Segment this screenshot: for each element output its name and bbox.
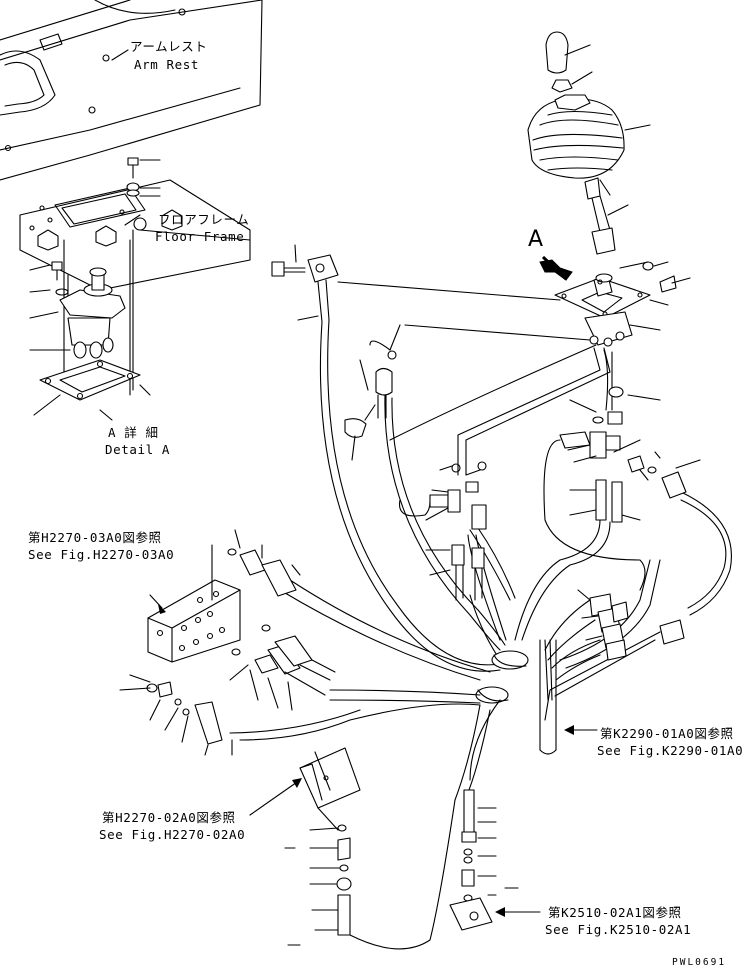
arm-rest-label-en: Arm Rest xyxy=(134,57,200,72)
drawing-code: PWL0691 xyxy=(672,957,727,968)
hose-lines xyxy=(229,319,732,950)
floor-frame-label-jp: フロアフレーム xyxy=(158,212,250,227)
view-a-arrow xyxy=(539,255,573,281)
arm-rest-frame xyxy=(0,0,263,181)
reference-label-en: See Fig.K2510-02A1 xyxy=(545,922,692,937)
reference-label-jp: 第H2270-02A0図参照 xyxy=(102,810,236,825)
arm-rest-label-jp: アームレスト xyxy=(130,39,208,54)
hose-fittings xyxy=(344,359,701,661)
detail-a-label-jp: A 詳 細 xyxy=(108,425,159,440)
joystick-lever xyxy=(527,31,691,347)
frame-bolts xyxy=(126,157,161,396)
detail-a-valve xyxy=(29,239,151,416)
view-a-label: A xyxy=(528,227,544,252)
detail-a-label-en: Detail A xyxy=(105,442,171,457)
reference-label-en: See Fig.K2290-01A0 xyxy=(597,743,744,758)
bottom-fittings xyxy=(284,747,519,946)
top-bolt xyxy=(271,244,561,323)
reference-label-jp: 第K2510-02A1図参照 xyxy=(548,905,682,920)
reference-label-en: See Fig.H2270-02A0 xyxy=(99,827,246,842)
reference-label-jp: 第H2270-03A0図参照 xyxy=(28,530,162,545)
leader-lines xyxy=(99,49,598,917)
valve-block xyxy=(119,529,336,756)
floor-frame-label-en: Floor Frame xyxy=(155,229,245,244)
reference-label-jp: 第K2290-01A0図参照 xyxy=(600,726,734,741)
reference-label-en: See Fig.H2270-03A0 xyxy=(28,547,175,562)
floor-frame xyxy=(19,179,251,291)
